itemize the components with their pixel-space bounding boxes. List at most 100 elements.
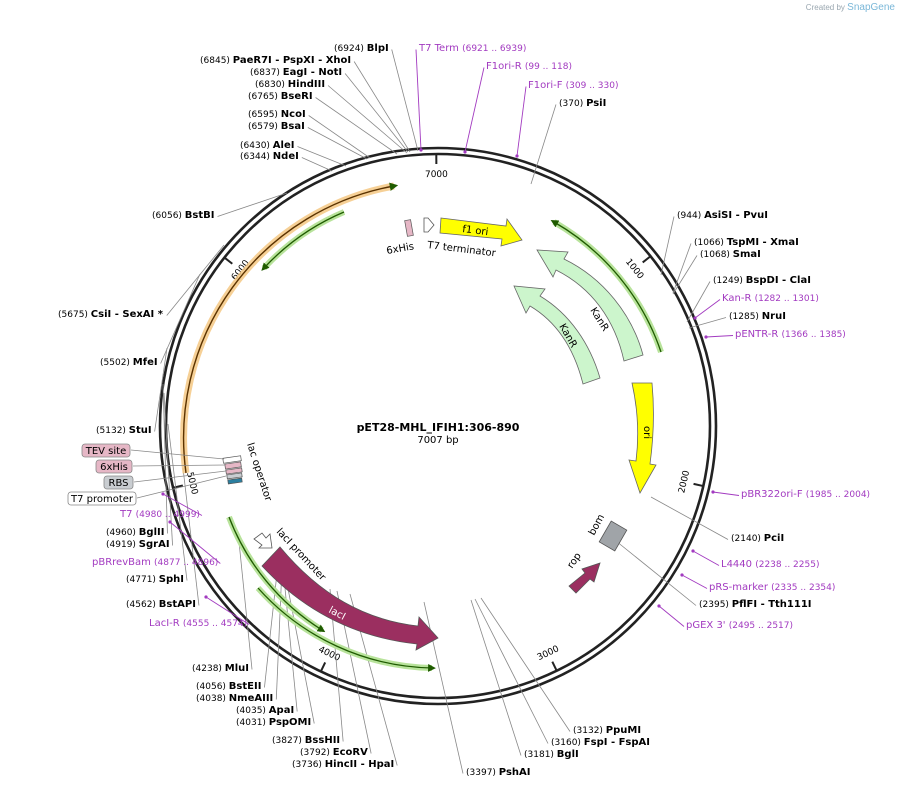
site-ncoi[interactable]: (6595) NcoI bbox=[248, 109, 306, 120]
site-pshai[interactable]: (3397) PshAI bbox=[466, 767, 530, 778]
rbs-box[interactable] bbox=[226, 472, 243, 480]
site-leader bbox=[237, 531, 253, 670]
site-pflfi[interactable]: (2395) PflFI - Tth111I bbox=[699, 599, 812, 610]
snapgene-logo: SnapGene bbox=[847, 2, 895, 13]
his-tag-box[interactable] bbox=[225, 467, 243, 475]
site-ppumi[interactable]: (3132) PpuMI bbox=[573, 725, 641, 736]
site-leader bbox=[275, 566, 283, 700]
primer-pgex3[interactable]: pGEX 3' (2495 .. 2517) bbox=[686, 620, 793, 631]
site-bstapi[interactable]: (4562) BstAPI bbox=[126, 599, 196, 610]
site-eagi[interactable]: (6837) EagI - NotI bbox=[250, 67, 342, 78]
site-name: BstAPI bbox=[159, 599, 196, 610]
site-bgli[interactable]: (3181) BglI bbox=[524, 749, 579, 760]
site-bsai[interactable]: (6579) BsaI bbox=[248, 121, 305, 132]
site-nmeaiii[interactable]: (4038) NmeAIII bbox=[196, 693, 273, 704]
site-psii[interactable]: (370) PsiI bbox=[559, 98, 606, 109]
site-hincii[interactable]: (3736) HincII - HpaI bbox=[292, 759, 394, 770]
site-mfei[interactable]: (5502) MfeI bbox=[100, 357, 158, 368]
site-position: (944) bbox=[677, 211, 704, 221]
site-name-extra: - PspXI bbox=[272, 55, 315, 66]
primer-lacir[interactable]: LacI-R (4555 .. 4574) bbox=[149, 618, 247, 629]
site-bspdi[interactable]: (1249) BspDI - ClaI bbox=[713, 275, 811, 286]
site-leader bbox=[672, 243, 692, 294]
site-position: (5132) bbox=[96, 426, 129, 436]
tev-site-box[interactable] bbox=[224, 461, 242, 470]
f1-ori-label: f1 ori bbox=[462, 224, 489, 238]
lac-operator-box[interactable] bbox=[222, 455, 242, 464]
site-alei[interactable]: (6430) AleI bbox=[240, 140, 294, 151]
site-leader bbox=[650, 496, 729, 540]
site-bsshii[interactable]: (3827) BssHII bbox=[272, 735, 340, 746]
primer-f1orir[interactable]: F1ori-R (99 .. 118) bbox=[486, 61, 572, 72]
f1-ori-arrow[interactable] bbox=[439, 217, 523, 247]
site-sphi[interactable]: (4771) SphI bbox=[126, 574, 184, 585]
primer-leader bbox=[169, 521, 221, 564]
kanr-arrow-inner[interactable] bbox=[513, 285, 601, 385]
site-bsteii[interactable]: (4056) BstEII bbox=[196, 681, 261, 692]
feature-leader bbox=[136, 475, 227, 499]
site-stui[interactable]: (5132) StuI bbox=[96, 425, 152, 436]
svg-text:(944) AsiSI - PvuI: (944) AsiSI - PvuI bbox=[677, 210, 768, 221]
site-leader bbox=[301, 157, 333, 172]
site-leader bbox=[353, 61, 411, 153]
primer-pbr322orif[interactable]: pBR322ori-F (1985 .. 2004) bbox=[741, 489, 870, 500]
t7-promoter-box[interactable] bbox=[227, 477, 243, 485]
primer-t7term[interactable]: T7 Term (6921 .. 6939) bbox=[418, 43, 526, 54]
primer-l4440[interactable]: L4440 (2238 .. 2255) bbox=[721, 559, 819, 570]
site-pcii[interactable]: (2140) PciI bbox=[731, 533, 784, 544]
bom-box[interactable] bbox=[598, 520, 628, 552]
site-name: BseRI bbox=[281, 91, 313, 102]
laci-promoter-arrow[interactable] bbox=[253, 532, 273, 549]
rop-arrow[interactable] bbox=[568, 562, 601, 594]
primer-f1orif[interactable]: F1ori-F (309 .. 330) bbox=[528, 80, 619, 91]
feature-label-rbs[interactable]: RBS bbox=[103, 475, 134, 490]
site-bstbi[interactable]: (6056) BstBI bbox=[152, 210, 215, 221]
primer-kanr[interactable]: Kan-R (1282 .. 1301) bbox=[722, 293, 819, 304]
site-fspi[interactable]: (3160) FspI - FspAI bbox=[551, 737, 650, 748]
site-leader bbox=[474, 598, 549, 744]
site-blpi[interactable]: (6924) BlpI bbox=[334, 43, 389, 54]
site-name: ApaI bbox=[269, 705, 294, 716]
feature-label-6xhis[interactable]: 6xHis bbox=[95, 459, 133, 474]
site-leader bbox=[163, 392, 173, 546]
site-tspmi[interactable]: (1066) TspMI - XmaI bbox=[694, 237, 799, 248]
ori-arrow[interactable] bbox=[628, 382, 657, 494]
site-leader bbox=[182, 467, 200, 606]
site-ecorv[interactable]: (3792) EcoRV bbox=[300, 747, 368, 758]
site-asisi[interactable]: (944) AsiSI - PvuI bbox=[677, 210, 768, 221]
site-apai[interactable]: (4035) ApaI bbox=[236, 705, 294, 716]
site-ndei[interactable]: (6344) NdeI bbox=[240, 151, 299, 162]
site-bseri[interactable]: (6765) BseRI bbox=[248, 91, 313, 102]
primer-t7[interactable]: T7 (4980 .. 4999) bbox=[119, 509, 200, 520]
tick-mark-1000 bbox=[642, 255, 652, 264]
primer-prsmarker[interactable]: pRS-marker (2335 .. 2354) bbox=[709, 582, 835, 593]
t7-terminator-arrow[interactable] bbox=[423, 217, 435, 233]
lac-operator-label: lac operator bbox=[244, 442, 273, 504]
primer-pentrr[interactable]: pENTR-R (1366 .. 1385) bbox=[735, 329, 846, 340]
site-name: AsiSI bbox=[704, 210, 732, 221]
svg-text:(6579) BsaI: (6579) BsaI bbox=[248, 121, 305, 132]
feature-label-t7-promoter[interactable]: T7 promoter bbox=[67, 491, 137, 506]
site-csii[interactable]: (5675) CsiI - SexAI * bbox=[58, 309, 164, 320]
primer-name: T7 Term bbox=[418, 43, 462, 54]
site-position: (6845) bbox=[200, 56, 233, 66]
site-sgrai[interactable]: (4919) SgrAI bbox=[106, 539, 170, 550]
top-his-box[interactable] bbox=[404, 219, 414, 237]
laci-arrow[interactable] bbox=[261, 546, 439, 651]
svg-text:(5132) StuI: (5132) StuI bbox=[96, 425, 152, 436]
site-paer7i[interactable]: (6845) PaeR7I - PspXI - XhoI bbox=[200, 55, 351, 66]
site-hindiii[interactable]: (6830) HindIII bbox=[255, 79, 325, 90]
site-position: (4960) bbox=[106, 528, 139, 538]
primer-pbrrevbam[interactable]: pBRrevBam (4877 .. 4896) bbox=[92, 557, 218, 568]
site-name-extra: - PvuI bbox=[732, 210, 768, 221]
site-leader bbox=[327, 85, 408, 154]
site-nrui[interactable]: (1285) NruI bbox=[729, 311, 786, 322]
kanr-arrow-outer[interactable] bbox=[536, 249, 644, 362]
site-bglii[interactable]: (4960) BglII bbox=[106, 527, 164, 538]
primer-position: (4980 .. 4999) bbox=[136, 510, 200, 520]
site-mlui[interactable]: (4238) MluI bbox=[192, 663, 249, 674]
svg-text:(5675) CsiI - SexAI *: (5675) CsiI - SexAI * bbox=[58, 309, 164, 320]
site-smai[interactable]: (1068) SmaI bbox=[700, 249, 761, 260]
site-pspomi[interactable]: (4031) PspOMI bbox=[236, 717, 311, 728]
feature-label-tev-site[interactable]: TEV site bbox=[81, 443, 131, 458]
